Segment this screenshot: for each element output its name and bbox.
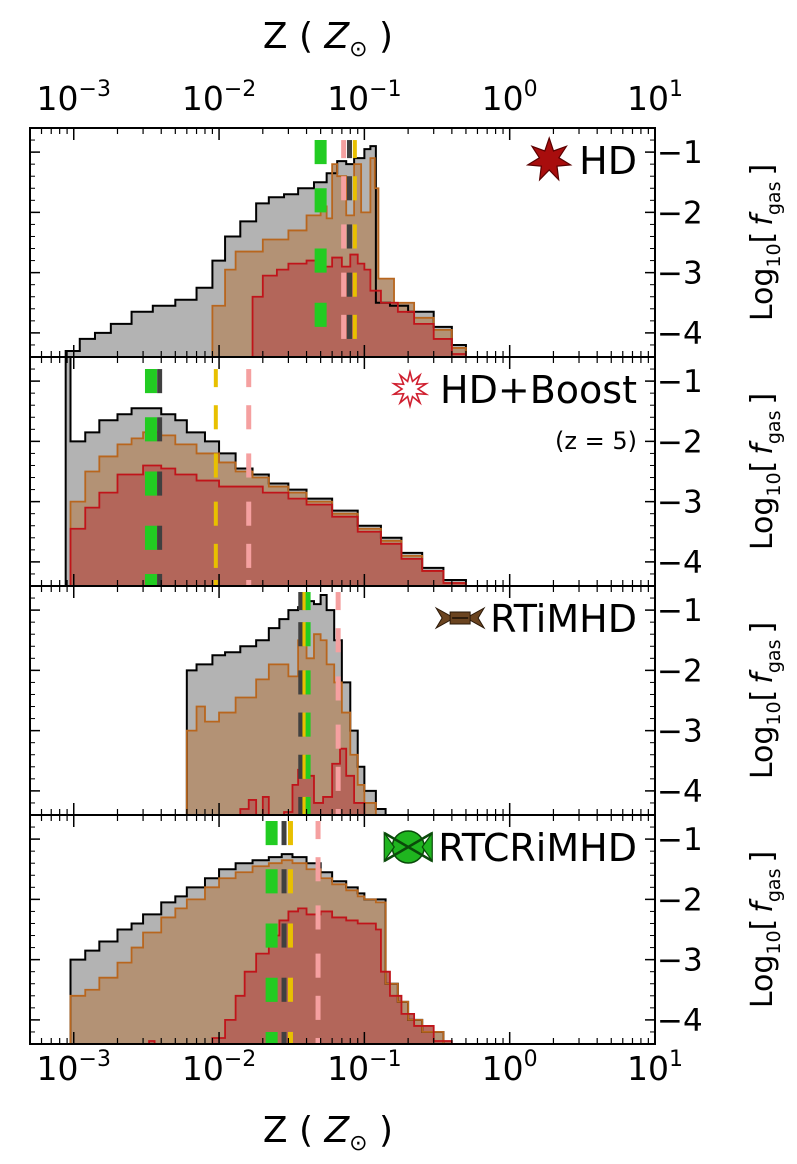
- histogram-layers: [65, 821, 453, 1044]
- top-x-axis-title: Z ( Z⊙ ): [263, 16, 393, 62]
- low-gas-fill: [248, 254, 466, 357]
- green-crossed-icon: [383, 830, 433, 864]
- y-axis-label: Log10[ fgas ]: [745, 851, 785, 1008]
- mid-gas-line: [65, 859, 445, 1044]
- brown-arrows-icon: [434, 606, 486, 630]
- low-gas-line: [143, 907, 453, 1044]
- histogram-layers: [181, 592, 387, 815]
- panel-4: −1 −2 −3 −4 Log10[ fgas ] RTCRiMHD: [29, 814, 785, 1045]
- cross-shape: [383, 831, 433, 863]
- bottom-x-tick-label: 10−2: [182, 1047, 256, 1088]
- red-star-icon: [525, 136, 573, 182]
- low-gas-fill: [143, 908, 452, 1044]
- arrow-left-shape: [434, 606, 456, 630]
- top-x-tick-label: 10−1: [327, 77, 401, 118]
- top-x-tick-label: 10−2: [182, 77, 256, 118]
- star-shape: [525, 136, 573, 182]
- panel-1: −1 −2 −3 −4 Log10[ fgas ] HD: [29, 127, 785, 358]
- low-gas-line: [248, 253, 467, 357]
- y-tick-label: −2: [657, 882, 703, 918]
- mid-gas-line: [65, 431, 467, 586]
- low-gas-fill: [237, 748, 376, 815]
- bottom-x-tick-label: 10−3: [37, 1047, 111, 1088]
- low-gas-fill: [65, 465, 466, 586]
- top-x-tick-label: 100: [482, 77, 538, 118]
- panel-frame: [29, 814, 656, 1045]
- y-tick-label: −4: [657, 316, 703, 352]
- y-tick-label: −4: [657, 774, 703, 810]
- panel-label: RTCRiMHD: [438, 826, 637, 870]
- y-tick-label: −3: [657, 256, 703, 292]
- all-gas-line: [64, 357, 467, 586]
- y-tick-label: −2: [657, 653, 703, 689]
- y-axis-label: Log10[ fgas ]: [745, 393, 785, 550]
- y-tick-label: −1: [657, 593, 703, 629]
- panel-sublabel: (z = 5): [555, 427, 637, 455]
- panel-2: −1 −2 −3 −4 Log10[ fgas ] HD+Boost (z = 5): [29, 356, 785, 587]
- wedge-shape: [383, 831, 433, 863]
- y-tick-label: −3: [657, 943, 703, 979]
- bottom-x-tick-label: 100: [482, 1047, 538, 1088]
- panel-label: RTiMHD: [490, 597, 637, 641]
- y-tick-label: −3: [657, 485, 703, 521]
- y-tick-label: −1: [657, 135, 703, 171]
- y-axis-label: Log10[ fgas ]: [745, 164, 785, 321]
- y-axis-label: Log10[ fgas ]: [745, 622, 785, 779]
- panel-3: −1 −2 −3 −4 Log10[ fgas ] RTiMHD: [29, 585, 785, 816]
- top-x-tick-label: 101: [627, 77, 683, 118]
- bottom-x-tick-label: 101: [627, 1047, 683, 1088]
- panel-label: HD: [579, 139, 637, 183]
- top-x-tick-label: 10−3: [37, 77, 111, 118]
- arrow-right-shape: [465, 606, 486, 630]
- histogram-layers: [64, 357, 467, 586]
- low-gas-line: [65, 464, 467, 586]
- y-tick-label: −2: [657, 195, 703, 231]
- bottom-x-tick-label: 10−1: [327, 1047, 401, 1088]
- mid-gas-line: [208, 157, 467, 357]
- all-gas-line: [65, 853, 445, 1044]
- y-tick-label: −4: [657, 1003, 703, 1039]
- y-tick-label: −1: [657, 364, 703, 400]
- y-tick-label: −4: [657, 545, 703, 581]
- panel-label: HD+Boost: [440, 368, 637, 412]
- histogram-layers: [64, 140, 467, 357]
- y-tick-label: −2: [657, 424, 703, 460]
- y-tick-label: −3: [657, 714, 703, 750]
- pink-burst-icon: [390, 368, 430, 410]
- bottom-x-axis-title: Z ( Z⊙ ): [263, 1110, 393, 1156]
- y-tick-label: −1: [657, 822, 703, 858]
- burst-shape: [390, 368, 430, 410]
